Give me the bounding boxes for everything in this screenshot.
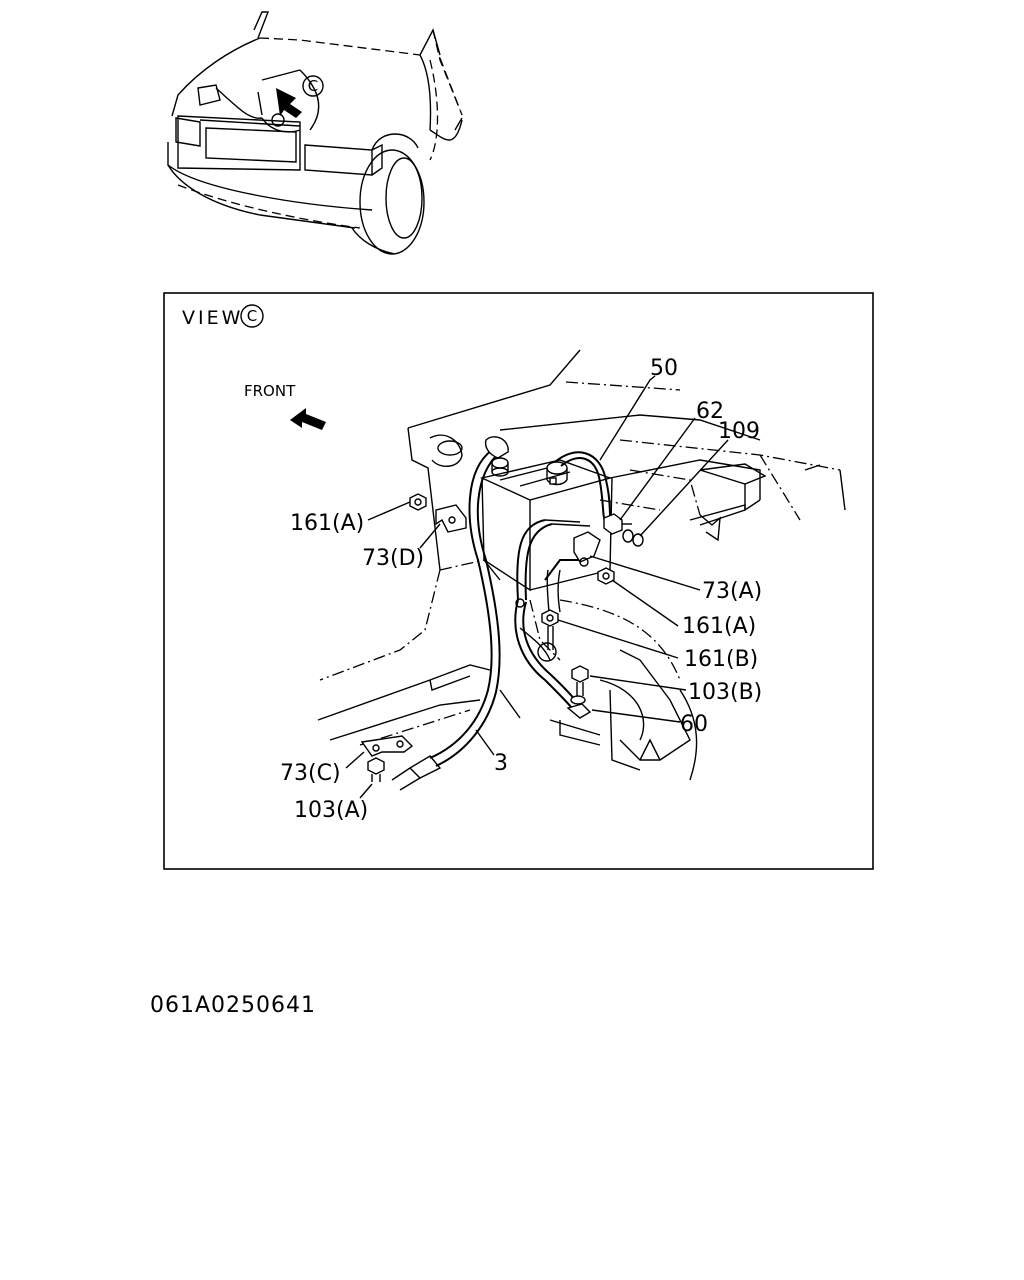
view-title: VIEW (182, 307, 243, 329)
callout-73a: 73(A) (702, 579, 762, 604)
callout-103b: 103(B) (688, 680, 762, 705)
view-frame (163, 292, 874, 870)
callout-60: 60 (680, 712, 708, 737)
front-label: FRONT (244, 382, 296, 400)
leader-lines (345, 375, 729, 799)
drawing-number: 061A0250641 (150, 993, 316, 1018)
callout-50: 50 (650, 356, 678, 381)
callout-103a: 103(A) (294, 798, 368, 823)
callout-73d: 73(D) (362, 546, 424, 571)
view-marker: C (247, 307, 257, 325)
front-arrow-icon (290, 408, 326, 430)
callout-161a-right: 161(A) (682, 614, 756, 639)
callout-161b: 161(B) (684, 647, 758, 672)
vehicle-overview-sketch: C (167, 11, 463, 255)
callout-161a-left: 161(A) (290, 511, 364, 536)
callout-109: 109 (718, 419, 760, 444)
callout-73c: 73(C) (280, 761, 341, 786)
callout-3: 3 (494, 751, 508, 776)
overview-view-marker: C (308, 77, 318, 95)
engine-bay-drawing (317, 349, 846, 791)
view-marker-circle (240, 304, 264, 328)
callout-62: 62 (696, 399, 724, 424)
callout-labels: 50 62 109 161(A) 73(D) 73(A) 161(A) 161(… (280, 356, 762, 823)
